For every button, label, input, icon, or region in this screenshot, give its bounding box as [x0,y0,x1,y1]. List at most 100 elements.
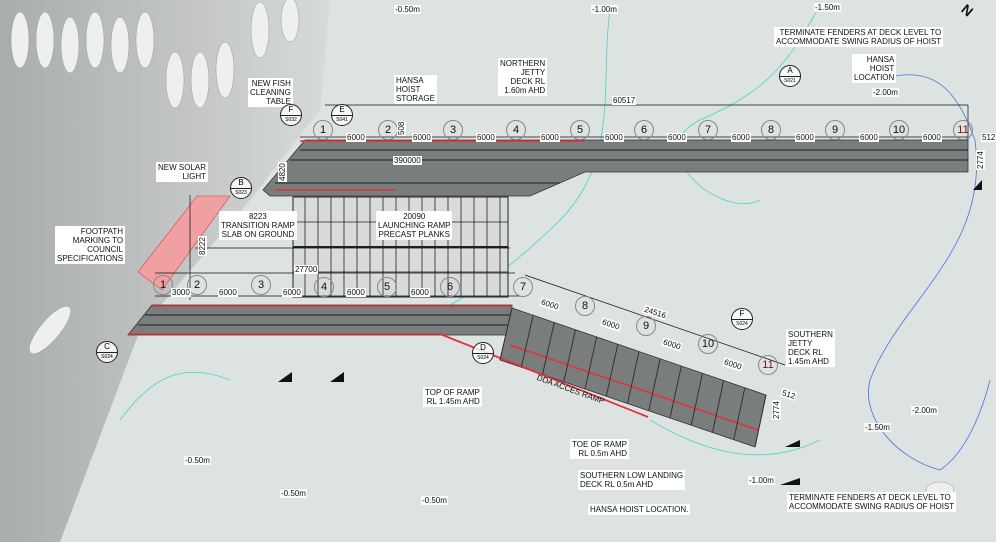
callout-line: ACCOMMODATE SWING RADIUS OF HOIST [789,502,955,511]
section-letter: A [780,66,800,77]
callout-hoist-storage: HANSA HOIST STORAGE [394,75,437,104]
callout-line: 8223 [248,212,267,221]
grid-marker-north: 6 [634,120,654,140]
callout-line: SPECIFICATIONS [57,254,124,263]
deck-rib [754,394,767,448]
grid-marker-south: 2 [187,275,207,295]
callout-line: SLAB ON GROUND [221,230,295,239]
depth-label: -0.50m [184,456,211,465]
dim-north-end: 512 [981,133,996,142]
callout-fish-cleaning-table: NEW FISH CLEANING TABLE [248,78,293,107]
dim-south-first: 3000 [171,288,191,297]
callout-line: STORAGE [396,94,435,103]
callout-hoist-location-north: HANSA HOIST LOCATION [852,54,897,83]
deck-rib [712,380,725,433]
callout-line: TOE OF RAMP [572,440,627,449]
grid-marker-south: 10 [698,334,718,354]
grid-marker-north: 11 [953,120,973,140]
callout-southern-jetty: SOUTHERN JETTY DECK RL 1.45m AHD [786,329,835,367]
dim-south-total: 27700 [294,265,319,274]
callout-line: 1.45m AHD [788,357,829,366]
depth-label: -2.00m [872,88,899,97]
callout-line: HOIST [396,85,421,94]
section-letter: C [97,342,117,353]
callout-line: NEW FISH [251,79,291,88]
dim-north-total: 60517 [612,96,637,105]
grid-marker-south: 6 [440,277,460,297]
callout-top-of-ramp: TOP OF RAMP RL 1.45m AHD [423,387,482,407]
depth-label: -1.50m [864,423,891,432]
callout-line: JETTY [788,339,813,348]
dim-south-bay: 6000 [410,288,430,297]
dim-south-bay: 6000 [346,288,366,297]
callout-line: NORTHERN [500,59,546,68]
depth-label: -2.00m [911,406,938,415]
callout-hoist-location-south: HANSA HOIST LOCATION. [588,504,691,515]
dim-north-bay: 6000 [859,133,879,142]
dim-footpath: 8222 [198,236,207,256]
callout-low-landing: SOUTHERN LOW LANDING DECK RL 0.5m AHD [578,470,686,490]
callout-line: HANSA [396,76,424,85]
deck-rib [563,329,576,382]
callout-line: TOP OF RAMP [425,388,480,397]
dim-south-bay: 6000 [218,288,238,297]
deck-rib [499,307,513,361]
view-arrows [278,180,982,485]
section-letter: F [281,105,301,116]
callout-line: LIGHT [182,172,207,181]
grid-marker-south: 11 [758,355,778,375]
grid-marker-south: 7 [513,277,533,297]
section-sheet: S041 [336,117,348,123]
grid-marker-north: 8 [761,120,781,140]
callout-transition-ramp: 8223 TRANSITION RAMP SLAB ON GROUND [219,211,297,240]
callout-line: 1.60m AHD [504,86,546,95]
dim-north-bay: 6000 [731,133,751,142]
callout-line: NEW SOLAR [158,163,207,172]
callout-terminate-fenders-south: TERMINATE FENDERS AT DECK LEVEL TO ACCOM… [787,492,957,512]
depth-label: -0.50m [280,489,307,498]
dimension-lines [155,104,969,366]
callout-line: DECK RL [510,77,546,86]
depth-label: -0.50m [421,496,448,505]
section-sheet: S021 [784,78,796,84]
moored-boats [10,0,955,499]
callout-line: HOIST [869,64,895,73]
deck-rib [542,322,555,375]
callout-line: RL 0.5m AHD [578,449,627,458]
section-sheet: S023 [235,190,247,196]
deck-rib [584,336,598,390]
callout-line: HANSA [866,55,895,64]
dim-north-bay: 6000 [540,133,560,142]
callout-footpath: FOOTPATH MARKING TO COUNCIL SPECIFICATIO… [55,226,126,264]
section-letter: B [231,178,251,189]
callout-line: SOUTHERN LOW LANDING [580,471,684,480]
dim-north-bay: 6000 [667,133,687,142]
callout-line: TRANSITION RAMP [221,221,295,230]
callout-line: COUNCIL [87,245,124,254]
callout-line: LOCATION [854,73,895,82]
depth-contours [119,4,821,456]
callout-line: 20090 [403,212,426,221]
callout-line: DECK RL 0.5m AHD [580,480,654,489]
callout-line: FOOTPATH [80,227,124,236]
callout-line: TERMINATE FENDERS AT DECK LEVEL TO [779,28,942,37]
section-letter: F [732,309,752,320]
callout-line: CLEANING [250,88,291,97]
deck-rib [605,344,619,397]
grid-marker-north: 3 [443,120,463,140]
dim-north-bay: 6000 [412,133,432,142]
grid-marker-south: 3 [251,275,271,295]
callout-line: MARKING TO [72,236,124,245]
grid-marker-south: 4 [314,277,334,297]
callout-toe-of-ramp: TOE OF RAMP RL 0.5m AHD [570,439,629,459]
callout-line: ACCOMMODATE SWING RADIUS OF HOIST [776,37,942,46]
grid-marker-north: 1 [313,120,333,140]
callout-solar-light: NEW SOLAR LIGHT [156,162,209,182]
